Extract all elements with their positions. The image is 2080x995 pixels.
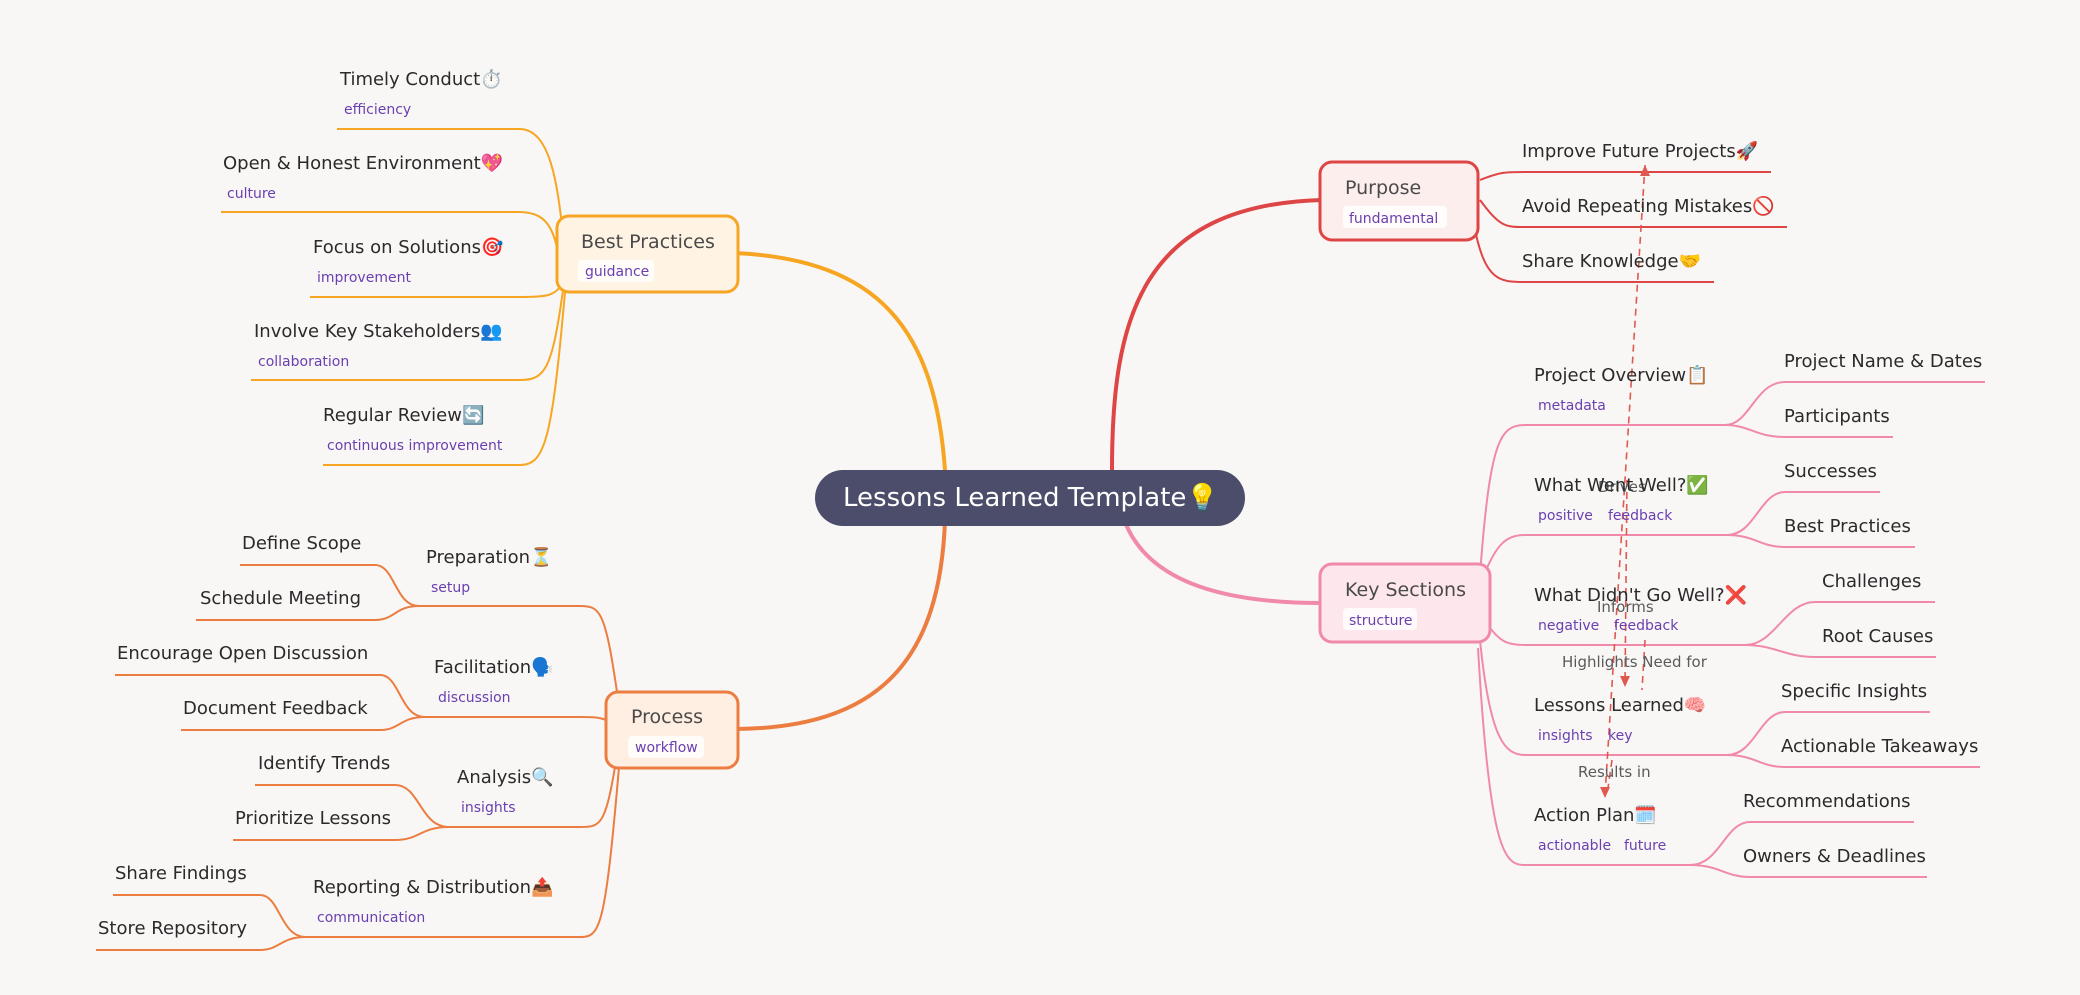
relation-label-informs: Informs [1597,598,1654,616]
process-leaf-encourage-open-discussion[interactable]: Encourage Open Discussion [117,643,368,664]
best-practices-items: Timely Conduct⏱️ efficiency Open & Hones… [223,68,504,454]
branch-node-key-sections[interactable]: Key Sections structure [1318,562,1492,644]
process-items: Preparation⏳ setup Define Scope Schedule… [98,533,554,939]
purpose-child-connectors [1473,171,1787,283]
branch-node-best-practices[interactable]: Best Practices guidance [555,214,740,294]
process-leaf-store-repository[interactable]: Store Repository [98,918,247,939]
key-sections-label: Key Sections [1345,579,1466,601]
process-analysis[interactable]: Analysis🔍 [457,765,554,788]
process-label: Process [631,706,703,728]
process-child-connectors [96,564,620,951]
process-leaf-prioritize-lessons[interactable]: Prioritize Lessons [235,808,391,829]
section-leaf-owners-deadlines[interactable]: Owners & Deadlines [1743,846,1926,867]
best-practice-involve-key-stakeholders[interactable]: Involve Key Stakeholders👥 [254,321,503,342]
process-tag: workflow [635,740,698,756]
relation-highlights-line [1641,639,1646,691]
best-practice-regular-review[interactable]: Regular Review🔄 [323,404,484,426]
connector-purpose [1110,198,1323,471]
connector-key-sections [1123,521,1323,605]
best-practices-tag: guidance [585,264,649,280]
section-leaf-recommendations[interactable]: Recommendations [1743,791,1911,812]
connector-process [734,519,947,731]
best-practice-tag-culture: culture [227,186,276,202]
section-tag-positive: positive [1538,508,1593,524]
relation-label-results-in: Results in [1578,763,1651,781]
section-tag-actionable: actionable [1538,838,1611,854]
section-tag-future: future [1624,838,1666,854]
arrowhead-lessons-learned [1620,676,1630,687]
section-leaf-project-name-dates[interactable]: Project Name & Dates [1784,351,1982,372]
relation-label-highlights-need-for: Highlights Need for [1562,653,1708,671]
section-leaf-best-practices[interactable]: Best Practices [1784,516,1911,537]
section-leaf-actionable-takeaways[interactable]: Actionable Takeaways [1781,736,1978,757]
arrowhead-action-plan [1600,787,1610,798]
section-tag-feedback-negative: feedback [1614,618,1679,634]
purpose-items: Improve Future Projects🚀 Avoid Repeating… [1522,140,1775,272]
section-tag-insights: insights [1538,728,1593,744]
best-practice-tag-continuous-improvement: continuous improvement [327,438,503,454]
center-node-label: Lessons Learned Template💡 [843,482,1219,513]
process-reporting-distribution[interactable]: Reporting & Distribution📤 [313,876,553,898]
process-tag-insights: insights [461,800,516,816]
section-what-didnt-go-well[interactable]: What Didn't Go Well?❌ [1534,584,1747,606]
purpose-tag: fundamental [1349,211,1438,227]
section-project-overview[interactable]: Project Overview📋 [1534,364,1708,386]
branch-node-process[interactable]: Process workflow [604,690,740,770]
purpose-improve-future-projects[interactable]: Improve Future Projects🚀 [1522,140,1758,162]
section-tag-feedback-positive: feedback [1608,508,1673,524]
best-practices-label: Best Practices [581,231,715,253]
section-tag-negative: negative [1538,618,1599,634]
branch-node-purpose[interactable]: Purpose fundamental [1318,160,1480,242]
section-leaf-specific-insights[interactable]: Specific Insights [1781,681,1927,702]
best-practice-tag-efficiency: efficiency [344,102,411,118]
purpose-label: Purpose [1345,177,1421,199]
best-practice-focus-on-solutions[interactable]: Focus on Solutions🎯 [313,237,503,258]
process-tag-communication: communication [317,910,425,926]
relation-label-drives: Drives [1598,478,1646,496]
purpose-share-knowledge[interactable]: Share Knowledge🤝 [1522,251,1701,272]
key-sections-child-connectors [1477,381,1985,878]
section-tag-metadata: metadata [1538,398,1606,414]
best-practice-timely-conduct[interactable]: Timely Conduct⏱️ [339,68,503,90]
process-leaf-schedule-meeting[interactable]: Schedule Meeting [200,588,361,609]
best-practice-tag-improvement: improvement [317,270,411,286]
process-leaf-share-findings[interactable]: Share Findings [115,863,247,884]
best-practice-open-honest-environment[interactable]: Open & Honest Environment💖 [223,152,504,174]
arrowhead-improve-future [1640,165,1650,176]
relation-arrowheads [1600,165,1650,798]
section-tag-key: key [1608,728,1633,744]
process-leaf-identify-trends[interactable]: Identify Trends [258,753,390,774]
process-leaf-document-feedback[interactable]: Document Feedback [183,698,368,719]
section-what-went-well[interactable]: What Went Well?✅ [1534,474,1709,496]
relation-informs-line [1624,479,1628,686]
section-lessons-learned[interactable]: Lessons Learned🧠 [1534,695,1706,716]
section-leaf-root-causes[interactable]: Root Causes [1822,626,1933,647]
key-sections-tag: structure [1349,613,1413,629]
relation-drives-line [1604,164,1646,796]
process-preparation[interactable]: Preparation⏳ [426,546,552,568]
section-leaf-successes[interactable]: Successes [1784,461,1877,482]
section-action-plan[interactable]: Action Plan🗓️ [1534,804,1657,826]
process-facilitation[interactable]: Facilitation🗣️ [434,656,554,678]
process-tag-setup: setup [431,580,470,596]
key-sections-items: Project Overview📋 metadata Project Name … [1534,351,1982,867]
center-node[interactable]: Lessons Learned Template💡 [815,470,1245,526]
process-tag-discussion: discussion [438,690,511,706]
purpose-avoid-repeating-mistakes[interactable]: Avoid Repeating Mistakes🚫 [1522,195,1775,217]
section-leaf-challenges[interactable]: Challenges [1822,571,1921,592]
section-leaf-participants[interactable]: Participants [1784,406,1890,427]
connector-best-practices [734,251,947,471]
best-practice-tag-collaboration: collaboration [258,354,349,370]
process-leaf-define-scope[interactable]: Define Scope [242,533,361,554]
